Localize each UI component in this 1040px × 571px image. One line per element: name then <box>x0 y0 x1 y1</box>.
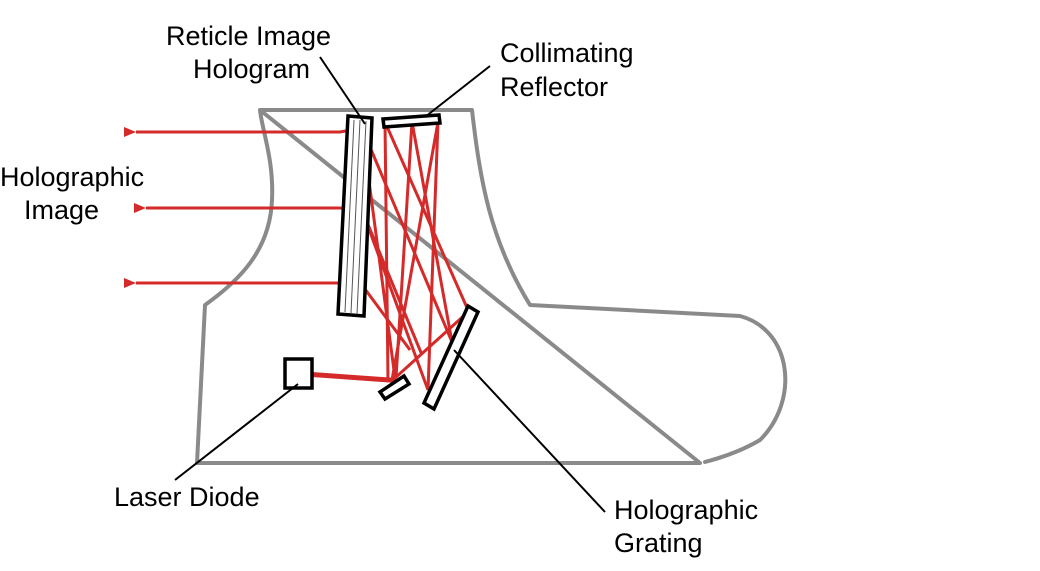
label-reticle-hologram: Reticle Image Hologram <box>166 21 339 84</box>
label-holographic-grating: Holographic Grating <box>614 495 766 558</box>
collimating-reflector <box>381 113 442 129</box>
reticle-hologram-plate <box>336 114 374 318</box>
label-collimating-reflector: Collimating Reflector <box>500 38 641 102</box>
housing-outline <box>195 108 788 465</box>
holographic-grating <box>421 303 481 412</box>
laser-diode <box>283 357 314 390</box>
label-holographic-image: Holographic Image <box>0 162 152 225</box>
leader-lines <box>174 56 606 513</box>
fold-mirror <box>377 373 412 402</box>
label-laser-diode: Laser Diode <box>114 482 260 512</box>
laser-beam <box>312 372 396 383</box>
